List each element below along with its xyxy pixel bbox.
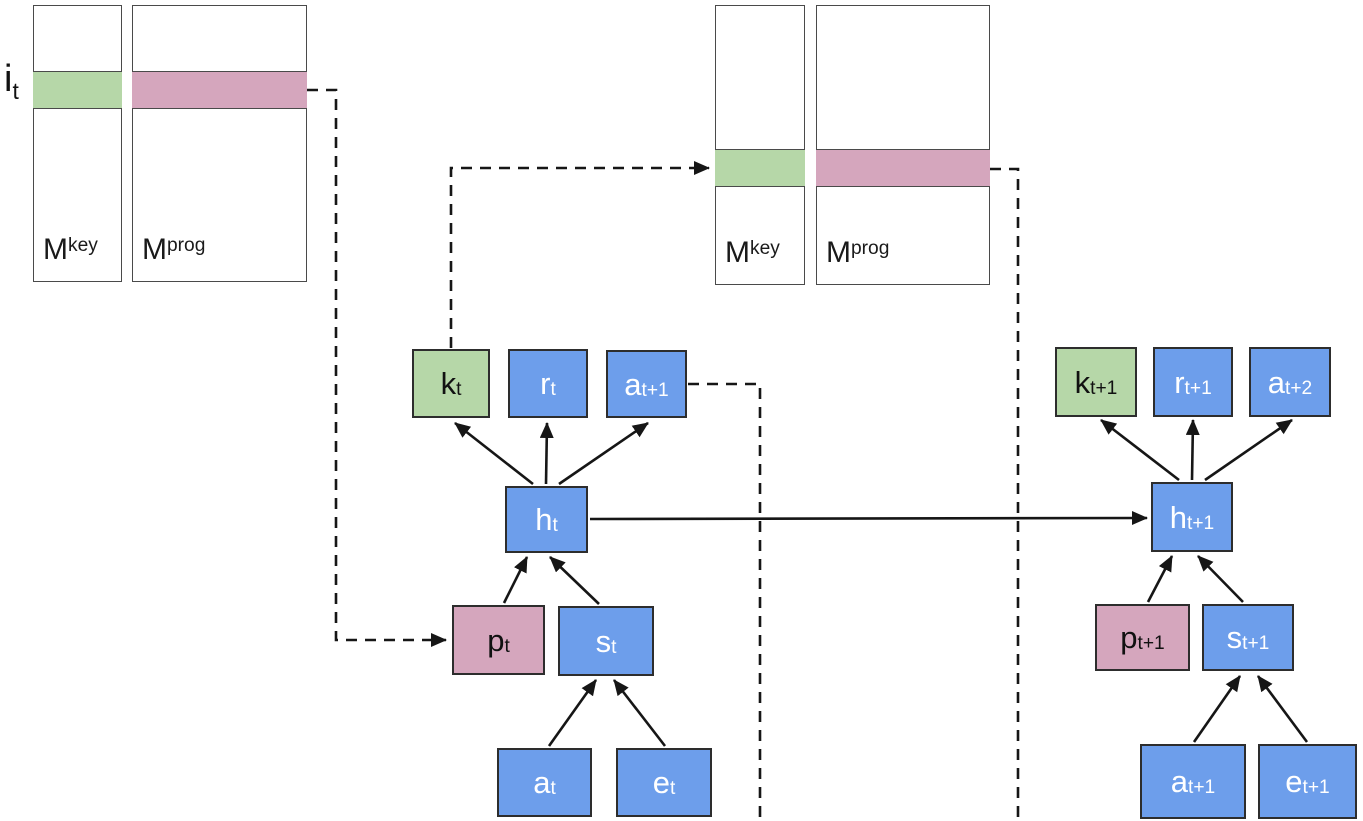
edge-ht-to-ht1	[589, 511, 1148, 526]
memory-key-matrix-right: Mkey	[715, 5, 805, 285]
edge-et-to-st	[612, 679, 667, 747]
memory-key-matrix-left: Mkey	[33, 5, 122, 282]
memory-prog-selected-row-left	[132, 71, 307, 109]
memory-key-selected-row-right	[715, 149, 805, 187]
dashed-mprog-right-to-next-pt	[990, 167, 1020, 821]
edge-et1-to-st1	[1256, 675, 1309, 743]
memory-key-label-right: Mkey	[725, 236, 780, 269]
edge-ht1-to-rt1	[1185, 419, 1200, 481]
memory-prog-matrix-left: Mprog	[132, 5, 307, 282]
edge-pt-to-ht	[502, 556, 529, 604]
edge-st1-to-ht1	[1197, 555, 1244, 603]
edge-ht-to-at1	[558, 421, 649, 486]
memory-prog-label-right: Mprog	[826, 236, 890, 269]
edge-at1-to-st1	[1192, 675, 1242, 743]
edge-at-to-st	[547, 679, 598, 747]
edge-ht1-to-kt1	[1100, 418, 1180, 482]
memory-prog-label-left: Mprog	[142, 233, 206, 266]
edge-ht1-to-at2	[1204, 418, 1293, 482]
index-label-it: it	[4, 58, 19, 104]
memory-prog-selected-row-right	[816, 149, 990, 187]
memory-key-label-left: Mkey	[43, 233, 98, 266]
dashed-kt-to-mkey-right	[449, 161, 710, 348]
edge-pt1-to-ht1	[1146, 555, 1174, 603]
edge-ht-to-kt	[454, 421, 534, 486]
memory-prog-matrix-right: Mprog	[816, 5, 990, 285]
edge-ht-to-rt	[539, 422, 554, 485]
memory-key-selected-row-left	[33, 71, 122, 109]
edge-st-to-ht	[549, 556, 600, 605]
